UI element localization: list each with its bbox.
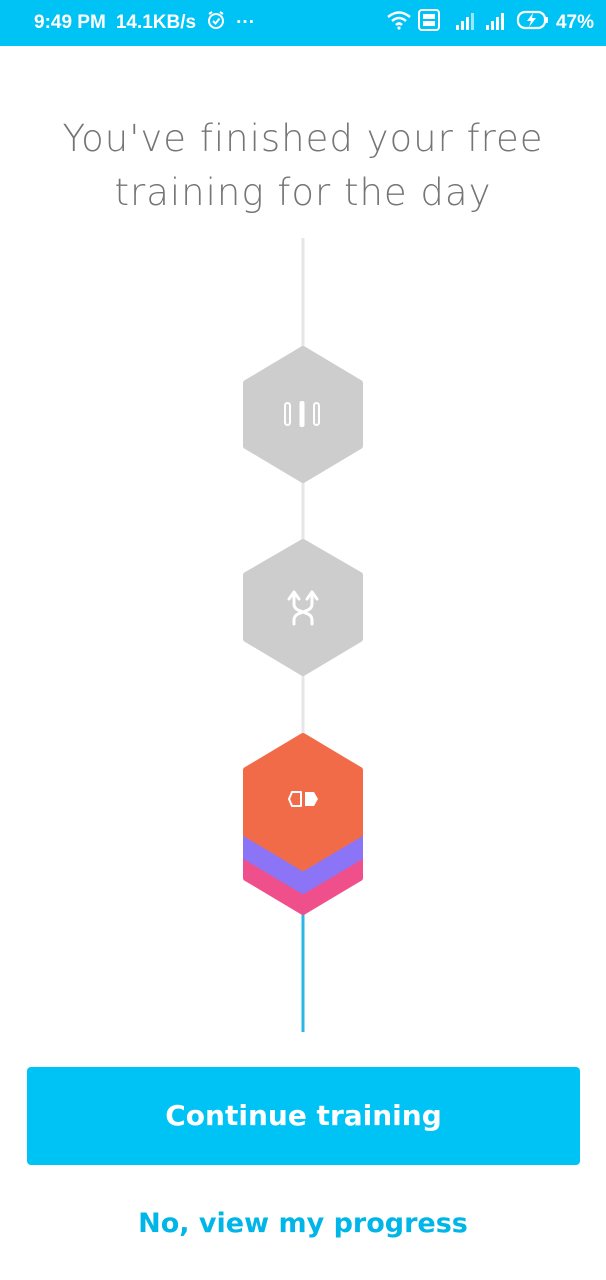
training-node-current[interactable] — [243, 733, 363, 915]
page-title: You've finished your free training for t… — [40, 112, 566, 220]
tag-icon — [288, 791, 318, 807]
volte-icon — [417, 9, 440, 37]
training-node-locked[interactable] — [243, 539, 363, 676]
status-time: 9:49 PM — [34, 12, 106, 33]
status-left: 9:49 PM 14.1KB/s ··· — [34, 0, 255, 46]
title-line-1: You've finished your free — [62, 117, 544, 160]
training-node-locked[interactable] — [243, 346, 363, 483]
status-net-speed: 14.1KB/s — [115, 12, 197, 33]
signal-icon — [484, 9, 510, 37]
battery-percent: 47% — [555, 12, 594, 33]
signal-4g-icon — [446, 9, 478, 37]
status-right: 47% — [386, 0, 594, 46]
training-path — [243, 238, 363, 1032]
alarm-icon — [206, 10, 226, 36]
title-line-2: training for the day — [114, 171, 492, 214]
continue-training-button[interactable]: Continue training — [27, 1067, 580, 1165]
view-progress-link[interactable]: No, view my progress — [138, 1208, 468, 1239]
split-arrows-icon — [287, 590, 319, 626]
status-bar: 9:49 PM 14.1KB/s ··· — [0, 0, 606, 46]
more-notifications-icon: ··· — [236, 12, 256, 33]
wifi-icon — [386, 10, 412, 36]
pause-bars-icon — [284, 401, 320, 427]
battery-charging-icon — [516, 9, 550, 37]
